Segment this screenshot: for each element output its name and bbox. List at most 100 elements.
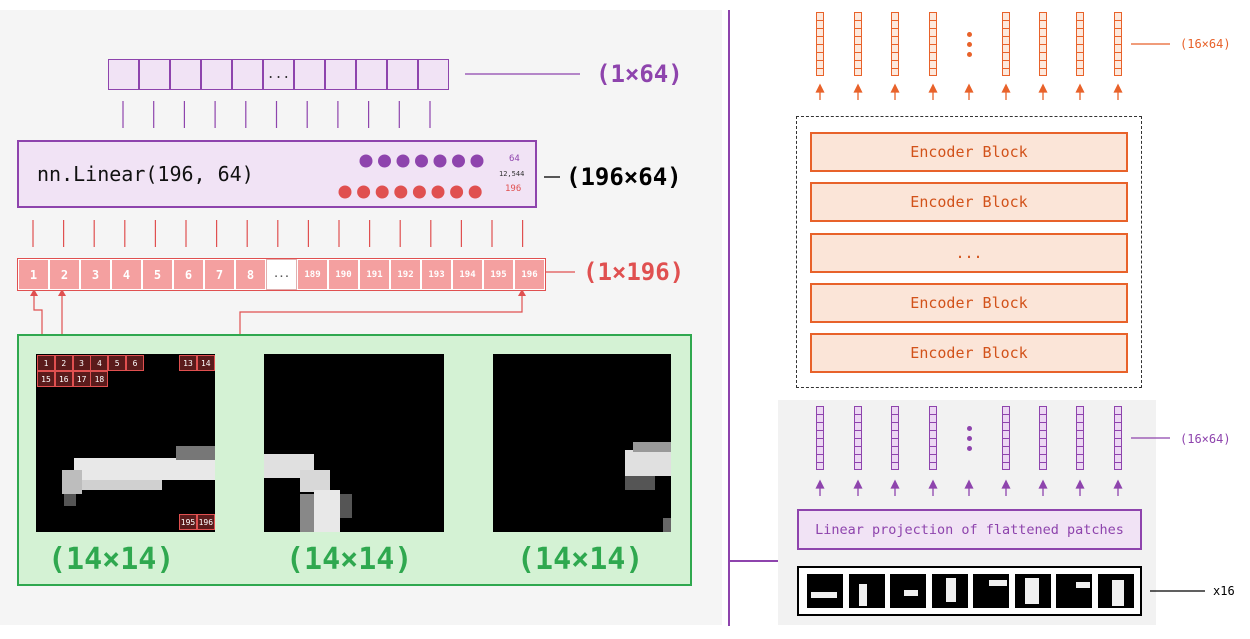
ellipsis-dot bbox=[967, 42, 972, 47]
mini-patch-stroke bbox=[945, 578, 956, 602]
token-vector bbox=[1002, 406, 1010, 470]
mini-patch bbox=[807, 574, 843, 608]
patch-size-label-1: (14×14) bbox=[48, 542, 175, 577]
output-vector-cell bbox=[139, 59, 170, 90]
output-tokens-label: (16×64) bbox=[1180, 37, 1231, 51]
mini-patch bbox=[848, 574, 885, 608]
patch-pixel-index: 16 bbox=[54, 371, 73, 387]
output-vector-cell bbox=[170, 59, 201, 90]
neural-net-icon bbox=[338, 154, 484, 199]
input-vector-cell: 196 bbox=[514, 259, 545, 290]
output-vector-cell bbox=[201, 59, 232, 90]
input-vector-cell: 7 bbox=[204, 259, 235, 290]
image-patch-2 bbox=[264, 354, 444, 532]
input-vector-cell: 193 bbox=[421, 259, 452, 290]
output-vector-cell bbox=[232, 59, 263, 90]
patch-pixel-index: 4 bbox=[90, 355, 109, 371]
mini-patch bbox=[973, 574, 1009, 608]
output-vector-cell bbox=[325, 59, 356, 90]
ellipsis-dot bbox=[967, 52, 972, 57]
encoder-block: Encoder Block bbox=[810, 132, 1128, 172]
linear-layer-code: nn.Linear(196, 64) bbox=[37, 162, 254, 186]
nn-input-count: 196 bbox=[505, 184, 522, 194]
input-vector-cell: 5 bbox=[142, 259, 173, 290]
token-vector bbox=[891, 12, 899, 76]
mini-patch-stroke bbox=[904, 590, 918, 596]
output-vector-cell: ... bbox=[263, 59, 294, 90]
embedding-tokens-label: (16×64) bbox=[1180, 432, 1231, 446]
patch-pixel-index: 17 bbox=[72, 371, 91, 387]
token-vector bbox=[1114, 406, 1122, 470]
nn-output-count: 64 bbox=[509, 154, 520, 164]
token-vector bbox=[816, 12, 824, 76]
input-vector-cell: 195 bbox=[483, 259, 514, 290]
token-vector bbox=[816, 406, 824, 470]
ellipsis-dot bbox=[967, 436, 972, 441]
token-vector bbox=[1114, 12, 1122, 76]
token-vector bbox=[1076, 406, 1084, 470]
patch-pixel-index: 13 bbox=[179, 355, 197, 371]
input-vector-label: (1×196) bbox=[583, 258, 685, 286]
input-vector-cell: ... bbox=[266, 259, 297, 290]
mini-patch-stroke bbox=[989, 580, 1007, 586]
patch-count-label: x16 bbox=[1213, 584, 1235, 598]
patch-pixel-index: 196 bbox=[196, 514, 215, 530]
patch-pixel-index: 15 bbox=[37, 371, 55, 387]
token-vector bbox=[1039, 12, 1047, 76]
input-vector-cell: 194 bbox=[452, 259, 483, 290]
token-vector bbox=[1076, 12, 1084, 76]
input-vector-cell: 6 bbox=[173, 259, 204, 290]
output-vector-cell bbox=[356, 59, 387, 90]
patch-pixel-index: 6 bbox=[126, 355, 144, 371]
panel-divider bbox=[728, 10, 730, 626]
input-vector-cell: 189 bbox=[297, 259, 328, 290]
ellipsis-dot bbox=[967, 426, 972, 431]
input-vector-cell: 4 bbox=[111, 259, 142, 290]
patch-1-strokes bbox=[62, 446, 215, 506]
input-vector-cell: 3 bbox=[80, 259, 111, 290]
encoder-block: Encoder Block bbox=[810, 333, 1128, 373]
patch-2-strokes bbox=[264, 454, 352, 532]
encoder-stack bbox=[796, 116, 1142, 388]
input-vector-cell: 191 bbox=[359, 259, 390, 290]
token-vector bbox=[929, 12, 937, 76]
patch-3-strokes bbox=[625, 442, 671, 532]
token-vector bbox=[891, 406, 899, 470]
patch-pixel-index: 195 bbox=[179, 514, 197, 530]
input-vector-cell: 2 bbox=[49, 259, 80, 290]
patch-size-label-2: (14×14) bbox=[286, 542, 413, 577]
input-vector-cell: 192 bbox=[390, 259, 421, 290]
image-patch-3 bbox=[493, 354, 671, 532]
input-vector-cell: 8 bbox=[235, 259, 266, 290]
patch-pixel-index: 5 bbox=[108, 355, 127, 371]
token-vector bbox=[1039, 406, 1047, 470]
output-vector-cell bbox=[418, 59, 449, 90]
token-vector bbox=[929, 406, 937, 470]
patch-pixel-index: 3 bbox=[72, 355, 91, 371]
encoder-block: Encoder Block bbox=[810, 283, 1128, 323]
mini-patch bbox=[1056, 574, 1092, 608]
patch-size-label-3: (14×14) bbox=[517, 542, 644, 577]
mini-patch bbox=[931, 574, 968, 608]
mini-patch-stroke bbox=[1076, 582, 1090, 588]
output-vector-cell bbox=[294, 59, 325, 90]
mini-patch-stroke bbox=[1111, 580, 1124, 606]
linear-layer-label: (196×64) bbox=[566, 163, 682, 191]
linear-layer-box: nn.Linear(196, 64) 64 12,544 196 bbox=[17, 140, 537, 208]
input-vector-cell: 190 bbox=[328, 259, 359, 290]
output-vector: ... bbox=[108, 59, 449, 90]
patch-pixel-index: 2 bbox=[54, 355, 73, 371]
token-vector bbox=[854, 406, 862, 470]
encoder-block: ... bbox=[810, 233, 1128, 273]
nn-weight-count: 12,544 bbox=[499, 170, 525, 178]
token-vector bbox=[854, 12, 862, 76]
ellipsis-dot bbox=[967, 32, 972, 37]
mini-patch-stroke bbox=[1024, 578, 1039, 604]
mini-patch-stroke bbox=[858, 584, 867, 606]
mini-patch bbox=[1097, 574, 1134, 608]
patch-sequence bbox=[797, 566, 1142, 616]
output-vector-cell bbox=[387, 59, 418, 90]
mini-patch bbox=[1014, 574, 1051, 608]
